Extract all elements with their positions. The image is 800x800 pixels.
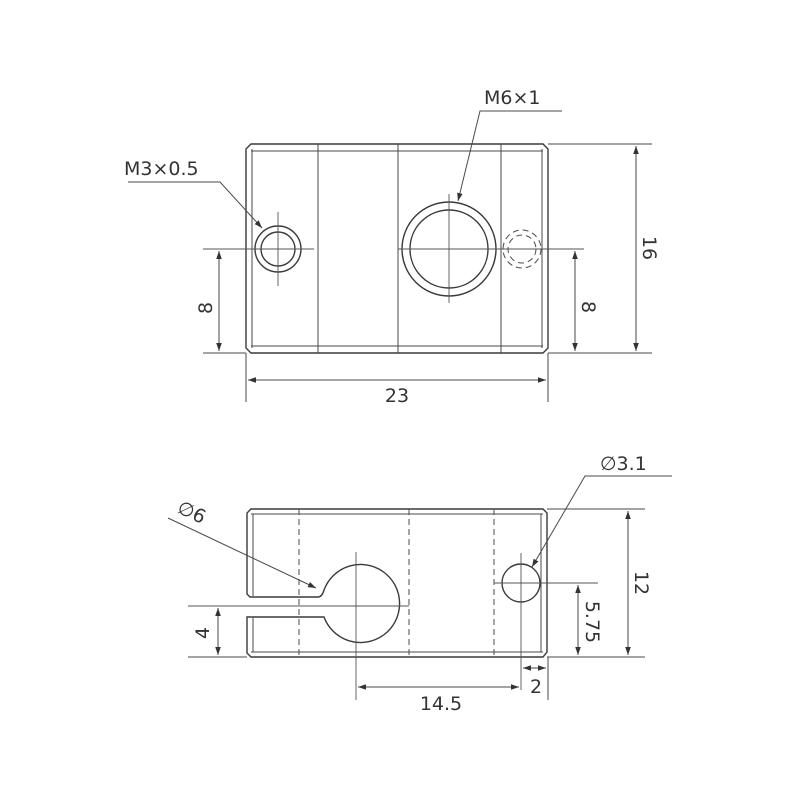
front-view: ∅6 ∅3.1 4 5.75 12 14.5 2 — [167, 453, 672, 715]
hole-diameter-label: ∅3.1 — [600, 453, 647, 475]
dim-offset-14.5: 14.5 — [358, 684, 519, 715]
svg-text:5.75: 5.75 — [581, 601, 603, 643]
m6-thread-label: M6×1 — [484, 87, 541, 109]
front-view-body-upper — [246, 508, 548, 658]
svg-text:8: 8 — [195, 302, 217, 314]
dim-total-12: 12 — [625, 511, 652, 655]
svg-text:2: 2 — [530, 676, 542, 698]
m3-leader: M3×0.5 — [124, 158, 263, 229]
top-view: M3×0.5 M6×1 8 8 16 23 — [124, 87, 660, 407]
dim-width-23: 23 — [248, 377, 546, 407]
svg-text:23: 23 — [385, 385, 409, 407]
dim-right-8: 8 — [572, 251, 599, 351]
small-through-hole — [494, 553, 598, 690]
hidden-hole — [502, 229, 542, 269]
bore-leader: ∅6 — [167, 497, 317, 589]
svg-text:12: 12 — [630, 571, 652, 595]
svg-text:4: 4 — [192, 627, 214, 639]
dim-hole-height-5.75: 5.75 — [575, 585, 603, 655]
svg-text:8: 8 — [577, 301, 599, 313]
m3-threaded-hole — [203, 212, 314, 286]
svg-text:16: 16 — [638, 236, 660, 260]
m3-thread-label: M3×0.5 — [124, 158, 199, 180]
svg-text:14.5: 14.5 — [420, 693, 462, 715]
m6-leader: M6×1 — [457, 87, 562, 202]
dim-edge-2: 2 — [523, 665, 546, 698]
top-view-body — [245, 143, 549, 354]
dim-left-8: 8 — [195, 251, 222, 351]
bore-with-slot — [317, 563, 401, 644]
m6-threaded-hole — [398, 194, 584, 303]
dim-slot-4: 4 — [192, 608, 221, 655]
dim-total-16: 16 — [633, 146, 660, 351]
hole-leader: ∅3.1 — [531, 453, 672, 568]
